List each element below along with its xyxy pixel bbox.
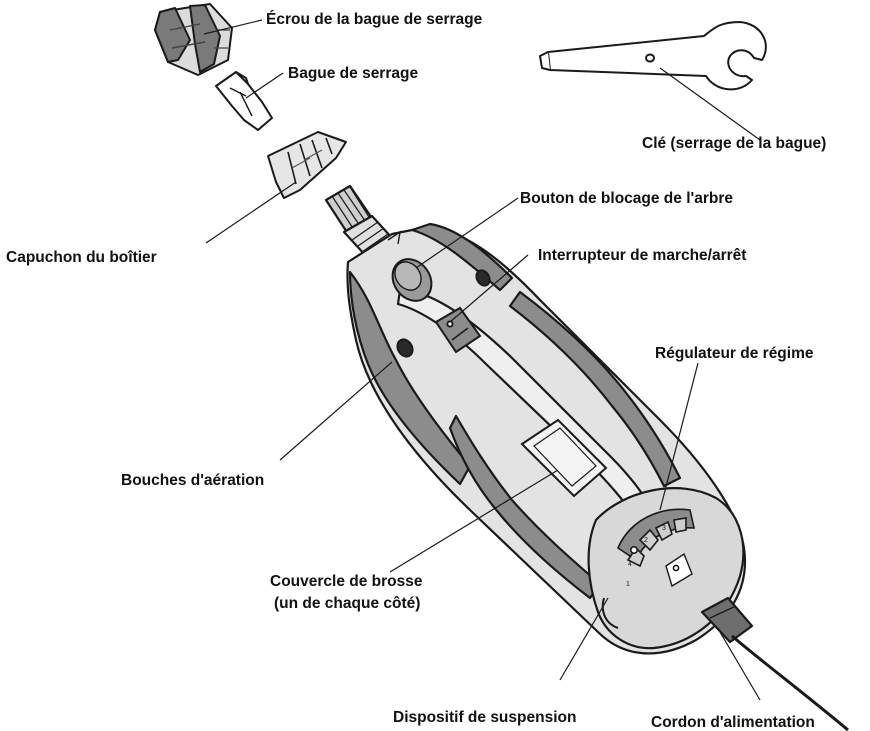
label-speed-control: Régulateur de régime (655, 345, 814, 362)
dial-mark-4: 4 (628, 561, 632, 568)
dial-mark-2: 2 (644, 537, 648, 544)
label-air-vents: Bouches d'aération (121, 472, 264, 489)
leader-lines (203, 19, 761, 701)
speed-control-dial: 1 2 3 4 (617, 508, 696, 588)
label-power-cord: Cordon d'alimentation (651, 714, 815, 731)
label-on-off-switch: Interrupteur de marche/arrêt (538, 247, 746, 264)
air-vents (396, 269, 491, 358)
label-hanger: Dispositif de suspension (393, 709, 576, 726)
label-brush-cover-line1: Couvercle de brosse (270, 573, 423, 590)
dial-mark-3: 3 (662, 525, 666, 532)
label-collet: Bague de serrage (288, 65, 418, 82)
label-wrench: Clé (serrage de la bague) (642, 135, 826, 152)
label-brush-cover-line2: (un de chaque côté) (274, 595, 420, 612)
label-shaft-lock: Bouton de blocage de l'arbre (520, 190, 733, 207)
collet (215, 71, 273, 131)
shaft-lock-button (387, 230, 433, 302)
hanger-loop (601, 597, 619, 629)
collet-nut (154, 3, 233, 76)
side-grip-right (508, 290, 682, 488)
housing-cap (267, 131, 347, 199)
label-collet-nut: Écrou de la bague de serrage (266, 11, 483, 28)
side-grip-left (348, 270, 472, 486)
wrench (539, 21, 767, 91)
arrow-icon (387, 230, 401, 245)
brush-cover (520, 418, 608, 498)
label-housing-cap: Capuchon du boîtier (6, 249, 157, 266)
power-cord (731, 634, 849, 731)
on-off-switch (434, 306, 482, 354)
dial-mark-1: 1 (626, 581, 630, 588)
labels: Écrou de la bague de serrage Bague de se… (6, 11, 826, 731)
